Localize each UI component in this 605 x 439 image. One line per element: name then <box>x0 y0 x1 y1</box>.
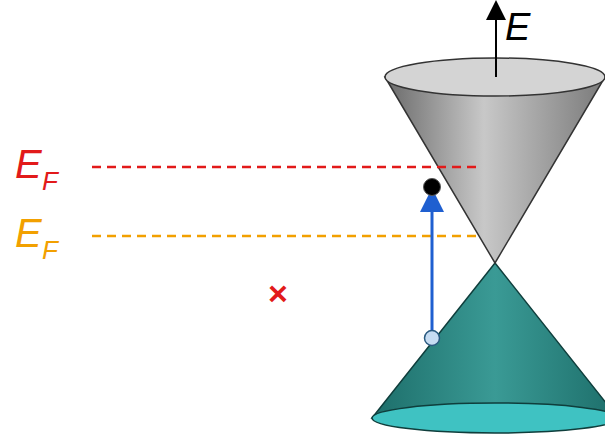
fermi-label: E <box>15 144 42 184</box>
energy-axis <box>495 10 497 77</box>
axis-label: E <box>505 8 530 46</box>
fermi-label: E <box>15 213 42 253</box>
fermi-subscript: F <box>42 168 58 194</box>
conduction-cone <box>385 77 605 263</box>
cross-mark: × <box>268 276 288 310</box>
valence-cone-base <box>372 403 605 433</box>
valence-cone <box>372 263 605 418</box>
transition-arrow <box>431 200 434 332</box>
electron-dot <box>424 179 441 196</box>
hole-dot <box>425 331 440 346</box>
fermi-level-line <box>92 235 478 238</box>
fermi-subscript: F <box>42 237 58 263</box>
fermi-level-line <box>92 166 478 169</box>
